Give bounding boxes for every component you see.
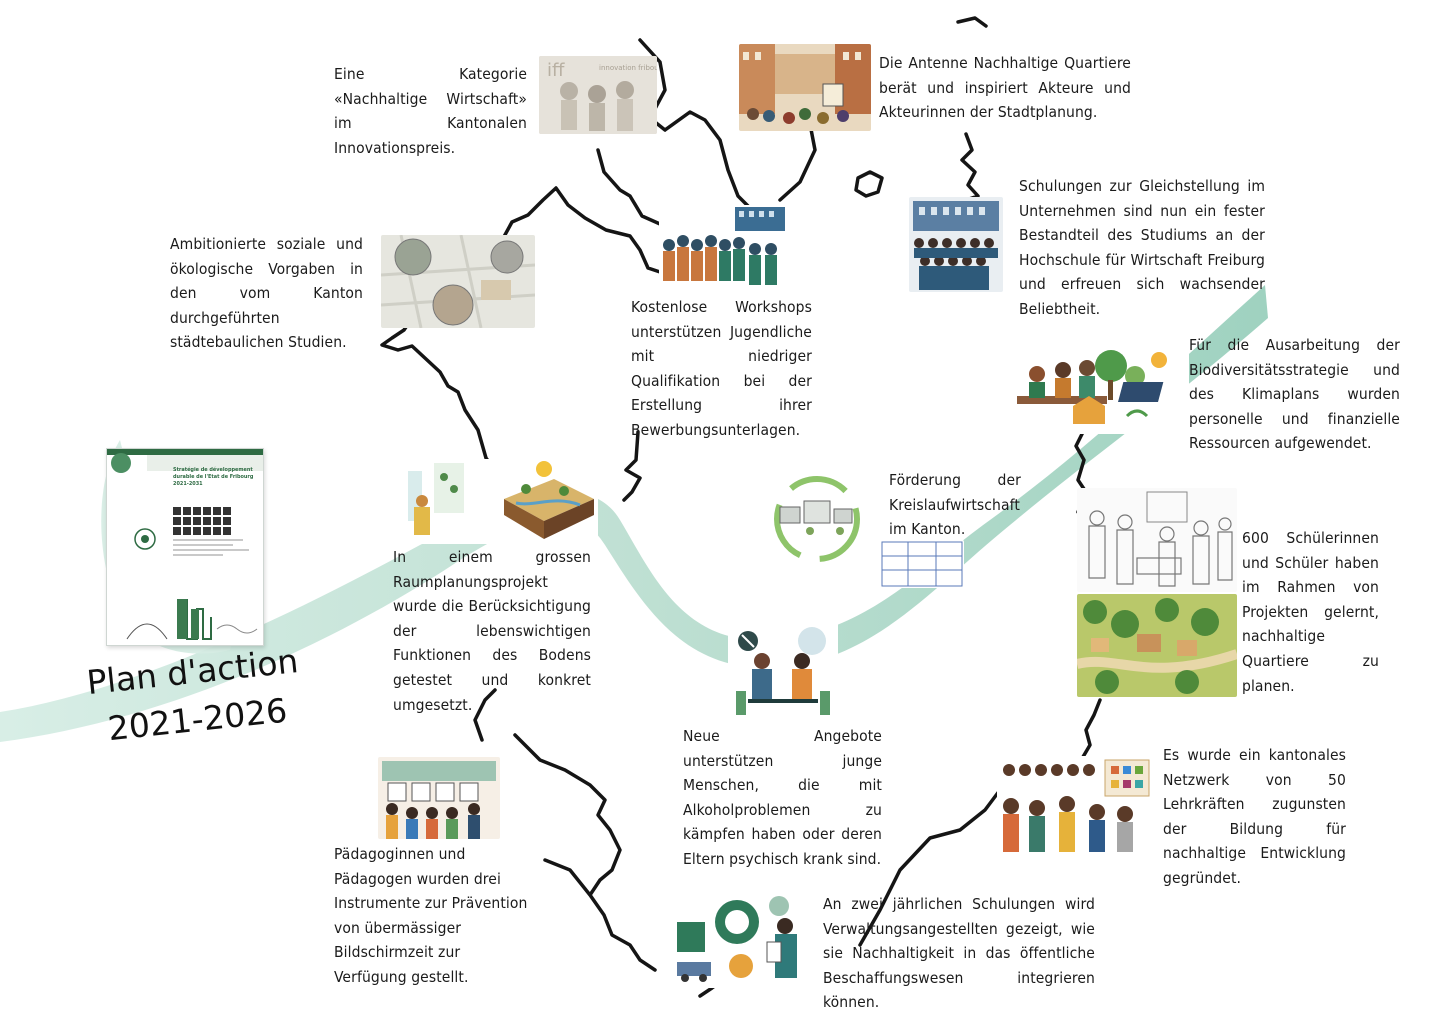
circular-economy-illustration xyxy=(750,467,884,571)
text-raumplanung: In einem grossen Raumplanungsprojekt wur… xyxy=(393,548,591,714)
city-street-illustration xyxy=(739,44,871,131)
innovation-award-photo: iff innovation fribourg freiburg xyxy=(539,56,657,134)
text-kreislauf: Förderung der Kreislaufwirtschaft im Kan… xyxy=(889,471,1021,539)
counselling-illustration xyxy=(728,621,838,721)
teacher-network-illustration xyxy=(997,756,1153,854)
shelves-sketch xyxy=(880,540,964,588)
strategy-document-cover: Stratégie de développement durable de l'… xyxy=(106,448,264,646)
text-bildschirm: Pädagoginnen und Pädagogen wurden drei I… xyxy=(334,845,528,986)
biodiversity-climate-illustration xyxy=(1017,346,1189,434)
cover-header-strip xyxy=(147,455,263,471)
soil-planning-illustration xyxy=(404,459,598,544)
cover-band xyxy=(107,449,263,455)
sdg-icon-grid xyxy=(173,507,235,535)
procurement-illustration xyxy=(675,892,815,988)
students-sketch xyxy=(1077,488,1237,592)
university-crowd-illustration xyxy=(909,197,1003,292)
canton-border xyxy=(380,16,1102,998)
cover-title: Stratégie de développement durable de l'… xyxy=(173,467,254,487)
urban-study-map xyxy=(381,235,535,328)
text-workshops: Kostenlose Workshops unterstützen Jugend… xyxy=(631,298,812,439)
cover-illustration xyxy=(111,453,258,640)
innovation-logo-text: innovation fribourg freiburg xyxy=(599,64,657,72)
text-alkohol: Neue Angebote unterstützen junge Mensche… xyxy=(683,727,882,868)
text-schueler: 600 Schülerinnen und Schüler haben im Ra… xyxy=(1242,529,1379,695)
text-beschaffung: An zwei jährlichen Schulungen wird Verwa… xyxy=(823,895,1095,1012)
green-ribbon xyxy=(0,285,1268,742)
youth-workshop-illustration xyxy=(659,205,785,289)
neighbourhood-aerial-illustration xyxy=(1077,594,1237,697)
text-netzwerk: Es wurde ein kantonales Netzwerk von 50 … xyxy=(1163,746,1346,887)
text-biodiversitaet: Für die Ausarbeitung der Biodiversitätss… xyxy=(1189,336,1400,453)
text-studien: Ambitionierte soziale und ökologische Vo… xyxy=(170,235,363,352)
svg-text:iff: iff xyxy=(547,60,565,81)
cover-text-lines xyxy=(173,539,253,559)
screen-time-illustration xyxy=(378,757,500,839)
text-innovation: Eine Kategorie «Nachhaltige Wirtschaft» … xyxy=(334,65,527,157)
text-gleichstellung: Schulungen zur Gleichstellung im Unterne… xyxy=(1019,177,1265,318)
text-antenne: Die Antenne Nachhaltige Quartiere berät … xyxy=(879,54,1131,122)
